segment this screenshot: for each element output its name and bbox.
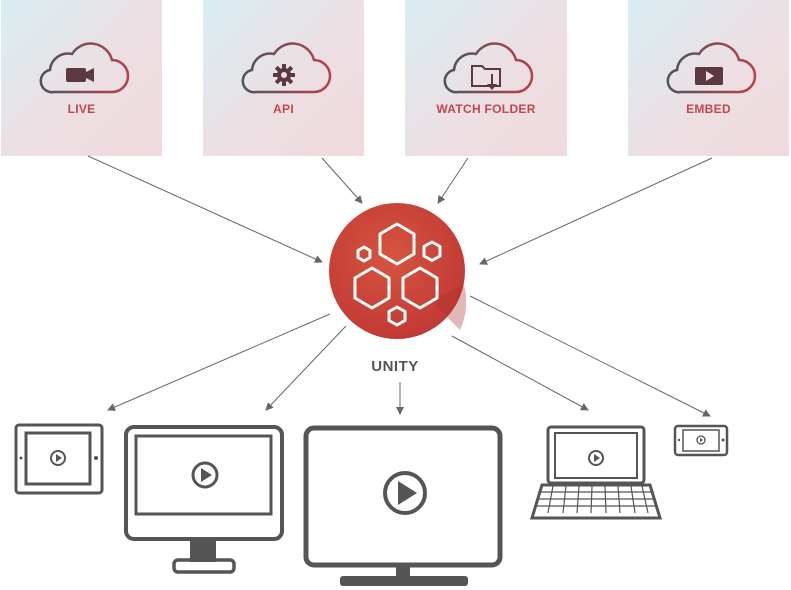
source-embed: EMBED: [628, 0, 789, 156]
arrow-desktop: [265, 325, 347, 411]
tv-screen-icon: [303, 425, 503, 586]
source-label: WATCH FOLDER: [436, 102, 536, 116]
arrow-api: [321, 157, 363, 204]
source-live: LIVE: [1, 0, 162, 156]
source-watch-folder: WATCH FOLDER: [405, 0, 567, 156]
outgoing-arrows: [107, 295, 711, 417]
source-label: API: [273, 102, 294, 116]
phone-landscape-icon: [673, 424, 729, 457]
desktop-monitor-icon: [124, 425, 284, 574]
gear-icon: [241, 42, 331, 94]
hexagon-cluster-logo: [329, 203, 467, 339]
arrow-watch-folder: [437, 157, 469, 204]
folder-download-icon: [443, 42, 534, 94]
incoming-arrows: [87, 155, 713, 265]
arrow-laptop: [451, 335, 589, 411]
source-api: API: [203, 0, 364, 156]
arrow-phone: [469, 295, 711, 417]
laptop-icon: [529, 425, 663, 520]
source-label: EMBED: [686, 102, 731, 116]
arrow-embed: [479, 157, 713, 265]
arrow-live: [87, 155, 323, 263]
play-window-icon: [666, 42, 756, 94]
video-camera-icon: [39, 42, 129, 94]
arrow-tablet: [107, 313, 331, 411]
hub-label: UNITY: [371, 358, 419, 375]
source-label: LIVE: [67, 102, 96, 116]
tablet-landscape-icon: [14, 423, 104, 495]
